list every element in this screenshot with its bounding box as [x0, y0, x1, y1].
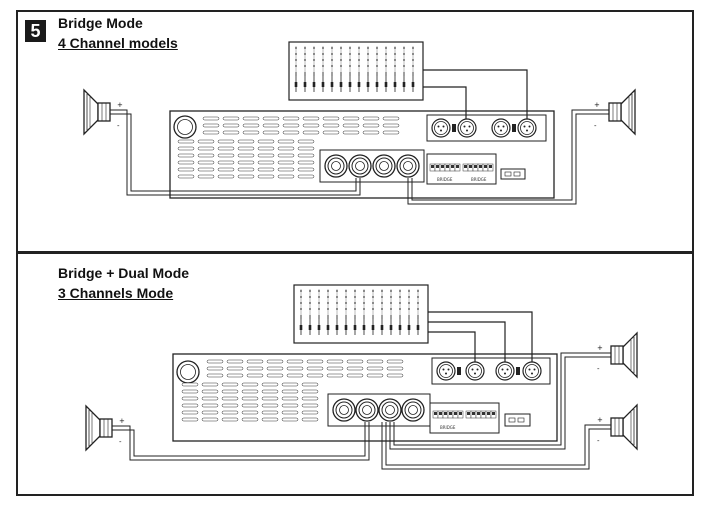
section1-subtitle: 4 Channel models	[58, 35, 178, 51]
mixer-console-top	[288, 41, 424, 101]
speaker-cables-bottom	[112, 352, 611, 470]
svg-text:-: -	[597, 365, 600, 373]
speaker-right-top: + -	[594, 90, 635, 134]
bridge-dual-mode-panel	[16, 252, 694, 496]
amplifier-top: BRIDGE BRIDGE	[169, 110, 555, 199]
bridge-label: BRIDGE	[437, 177, 453, 182]
bridge-label-2: BRIDGE	[471, 177, 487, 182]
svg-text:-: -	[597, 437, 600, 445]
speaker-left-top: + -	[83, 89, 123, 135]
mixer-console-bottom	[293, 284, 429, 344]
speaker-left-bottom: + -	[85, 405, 125, 451]
section2-subtitle: 3 Channels Mode	[58, 285, 174, 301]
bridge-label-bottom: BRIDGE	[440, 425, 456, 430]
svg-text:+: +	[597, 344, 603, 352]
speaker-right-lower-bottom: + -	[597, 405, 637, 449]
section2-title: Bridge + Dual Mode	[58, 265, 190, 281]
speaker-cables-top	[110, 109, 609, 205]
svg-text:+: +	[119, 417, 125, 425]
speaker-right-upper-bottom: + -	[597, 333, 637, 377]
svg-text:+: +	[117, 101, 123, 109]
input-cables-top	[423, 69, 528, 119]
svg-text:+: +	[594, 101, 600, 109]
svg-text:-: -	[119, 438, 122, 446]
svg-text:-: -	[594, 122, 597, 130]
svg-text:-: -	[117, 122, 120, 130]
step-number-badge: 5	[25, 20, 46, 42]
section1-title: Bridge Mode	[58, 15, 143, 31]
svg-text:+: +	[597, 416, 603, 424]
input-cables-bottom	[428, 311, 533, 362]
